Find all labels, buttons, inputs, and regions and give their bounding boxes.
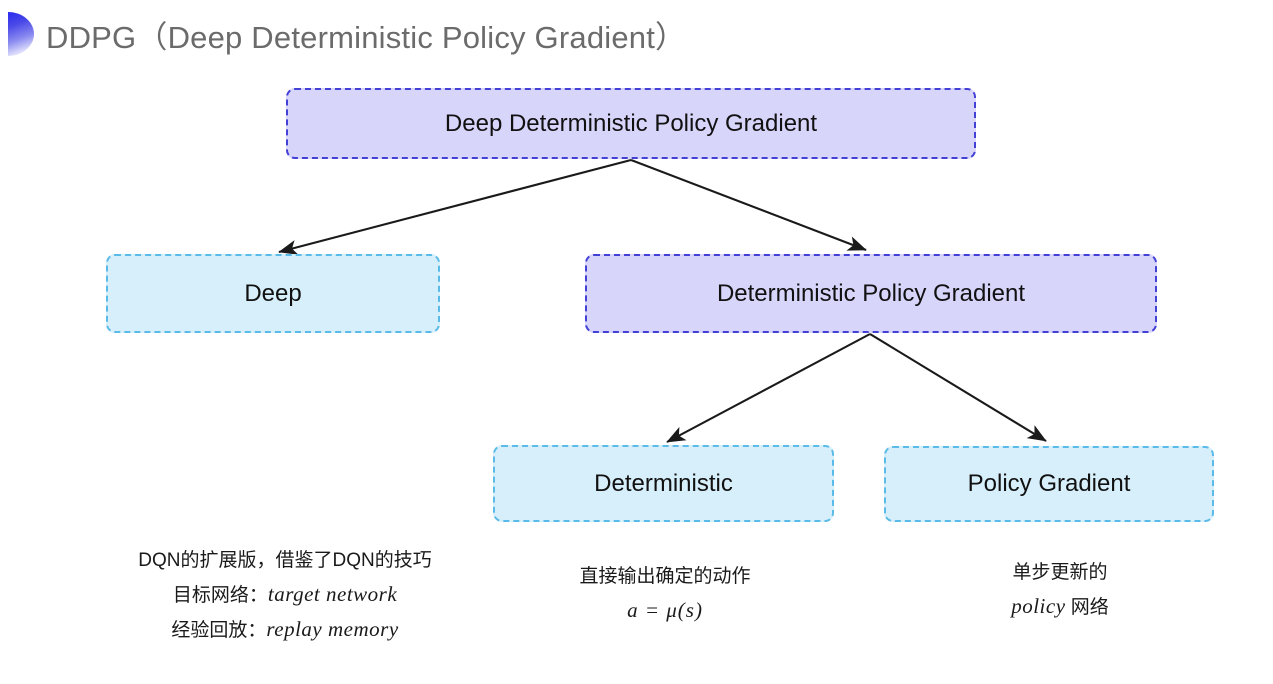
node-deep[interactable]: Deep bbox=[106, 254, 440, 333]
annotation-deep-line3: 经验回放：replay memory bbox=[60, 612, 510, 647]
node-deterministic-policy-gradient[interactable]: Deterministic Policy Gradient bbox=[585, 254, 1157, 333]
annotation-deep-line2-term: target network bbox=[267, 581, 398, 606]
annotation-policy-gradient-line1: 单步更新的 bbox=[1012, 562, 1108, 583]
edge-root-to-dpg bbox=[630, 159, 867, 251]
annotation-deep-line1: DQN的扩展版，借鉴了DQN的技巧 bbox=[138, 550, 432, 571]
annotation-deterministic-line1: 直接输出确定的动作 bbox=[579, 566, 751, 587]
node-label: Deep bbox=[244, 279, 302, 307]
edge-root-to-deep bbox=[278, 158, 632, 255]
node-label: Policy Gradient bbox=[967, 470, 1131, 497]
node-label: Deterministic bbox=[594, 469, 733, 497]
annotation-deep: DQN的扩展版，借鉴了DQN的技巧 目标网络：target network 经验… bbox=[60, 546, 510, 646]
node-label: Deep Deterministic Policy Gradient bbox=[444, 109, 818, 137]
annotation-policy-gradient-term: policy bbox=[1011, 593, 1066, 618]
annotation-deep-line3-term: replay memory bbox=[266, 616, 399, 641]
node-policy-gradient[interactable]: Policy Gradient bbox=[884, 446, 1214, 522]
annotation-deterministic: 直接输出确定的动作 a = μ(s) bbox=[520, 562, 810, 627]
slide-title-row: DDPG（Deep Deterministic Policy Gradient） bbox=[0, 6, 686, 62]
node-label: Deterministic Policy Gradient bbox=[716, 279, 1026, 307]
edge-dpg-to-policy-gradient bbox=[869, 333, 1047, 442]
node-deep-deterministic-policy-gradient[interactable]: Deep Deterministic Policy Gradient bbox=[286, 88, 976, 159]
annotation-deterministic-formula: a = μ(s) bbox=[627, 597, 703, 622]
edge-dpg-to-deterministic bbox=[666, 333, 871, 443]
annotation-deep-line3-label: 经验回放： bbox=[171, 619, 267, 641]
node-deterministic[interactable]: Deterministic bbox=[493, 445, 834, 522]
annotation-policy-gradient-rest: 网络 bbox=[1065, 596, 1109, 618]
annotation-policy-gradient: 单步更新的 policy 网络 bbox=[915, 558, 1205, 624]
annotation-policy-gradient-line2: policy 网络 bbox=[915, 589, 1205, 624]
annotation-deep-line2: 目标网络：target network bbox=[60, 577, 510, 612]
page-title: DDPG（Deep Deterministic Policy Gradient） bbox=[46, 19, 687, 55]
annotation-deep-line2-label: 目标网络： bbox=[172, 584, 268, 606]
